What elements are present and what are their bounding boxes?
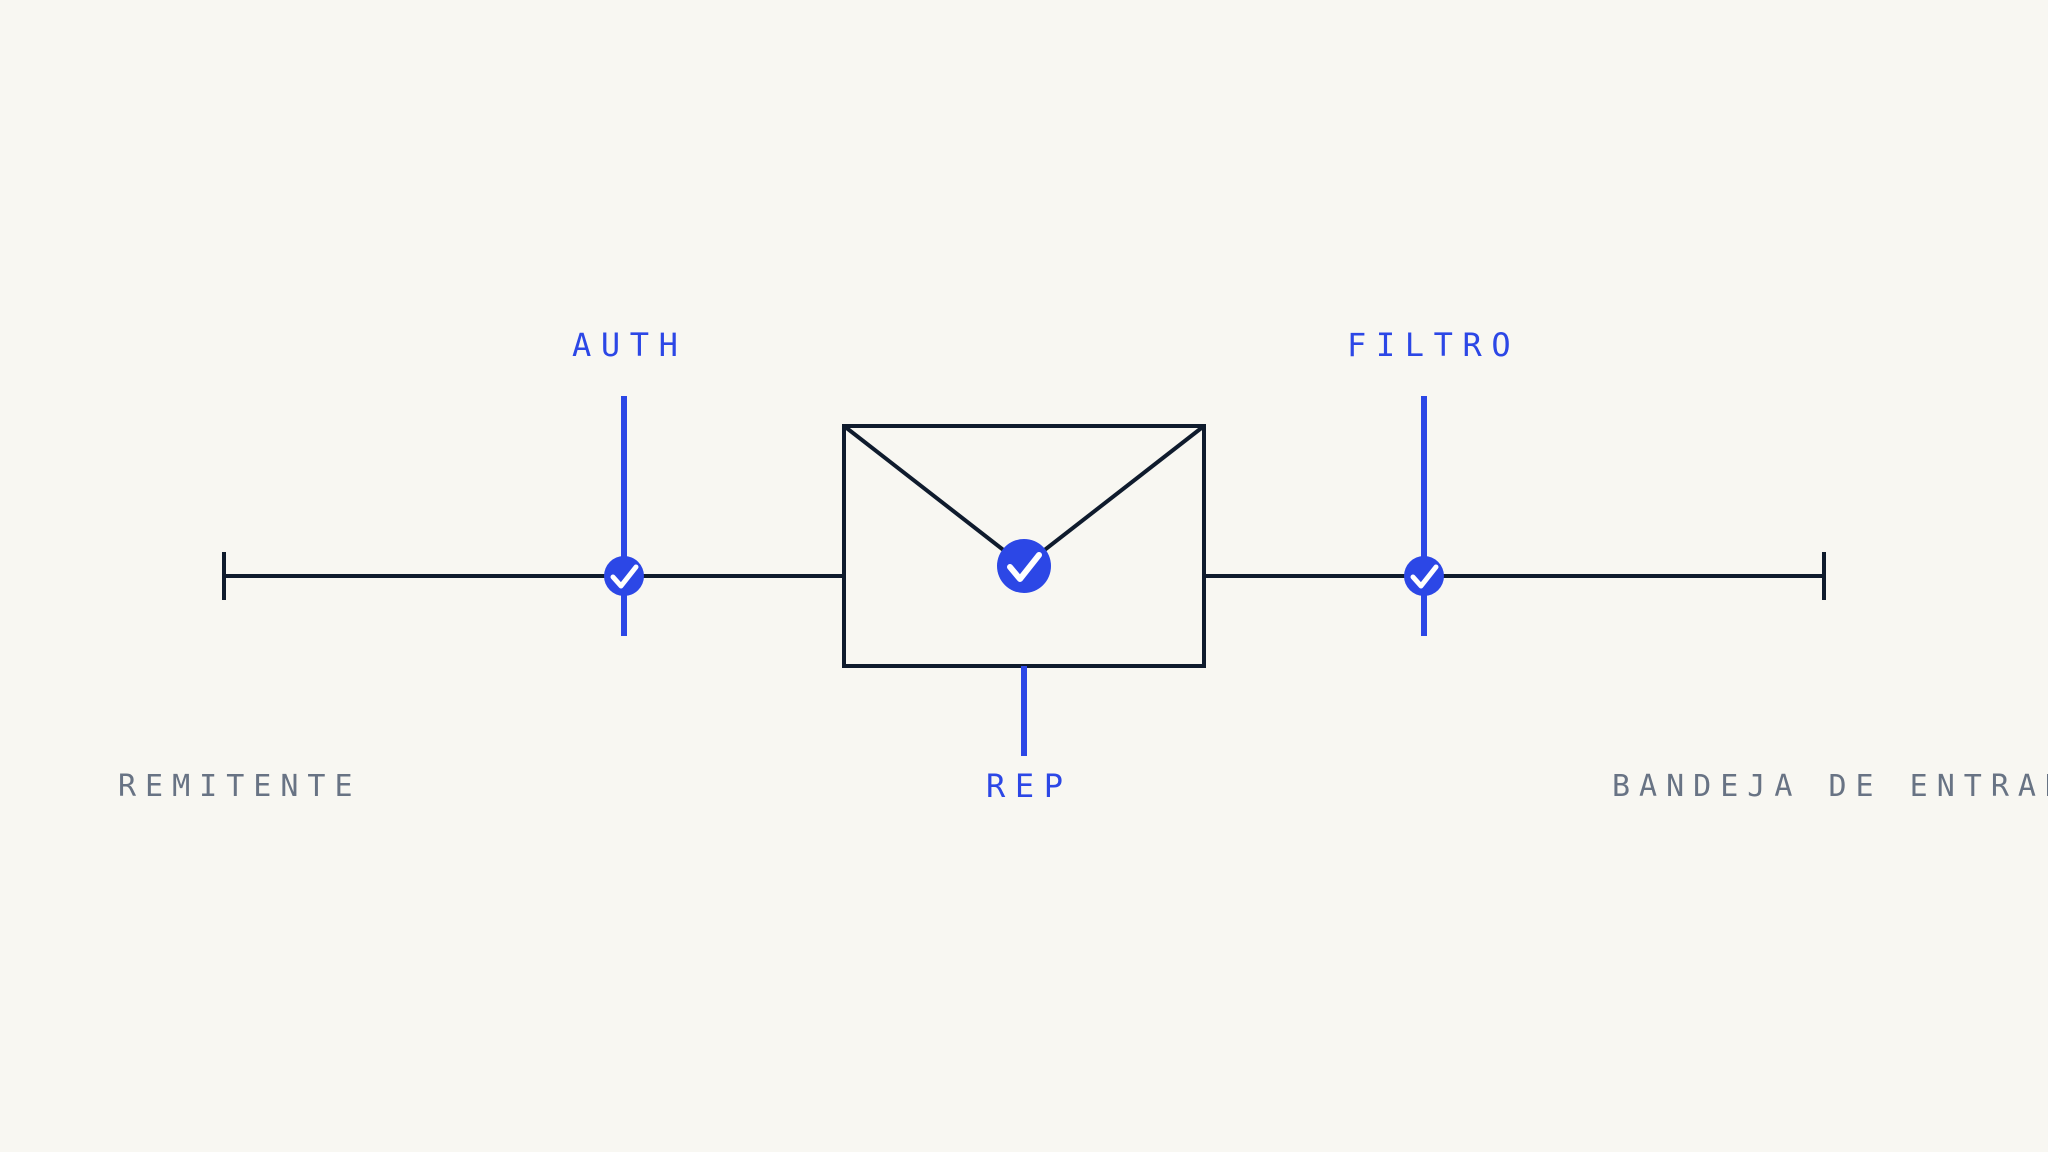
check-circle-icon [997, 539, 1051, 593]
sender-label: REMITENTE [118, 769, 362, 804]
filter-checkpoint [1404, 396, 1444, 636]
auth-checkpoint [604, 396, 644, 636]
rep-label: REP [986, 767, 1073, 805]
auth-label: AUTH [572, 326, 688, 364]
check-circle-icon [604, 556, 644, 596]
check-circle-icon [1404, 556, 1444, 596]
inbox-label: BANDEJA DE ENTRADA [1612, 769, 2048, 804]
filter-label: FILTRO [1347, 326, 1521, 364]
